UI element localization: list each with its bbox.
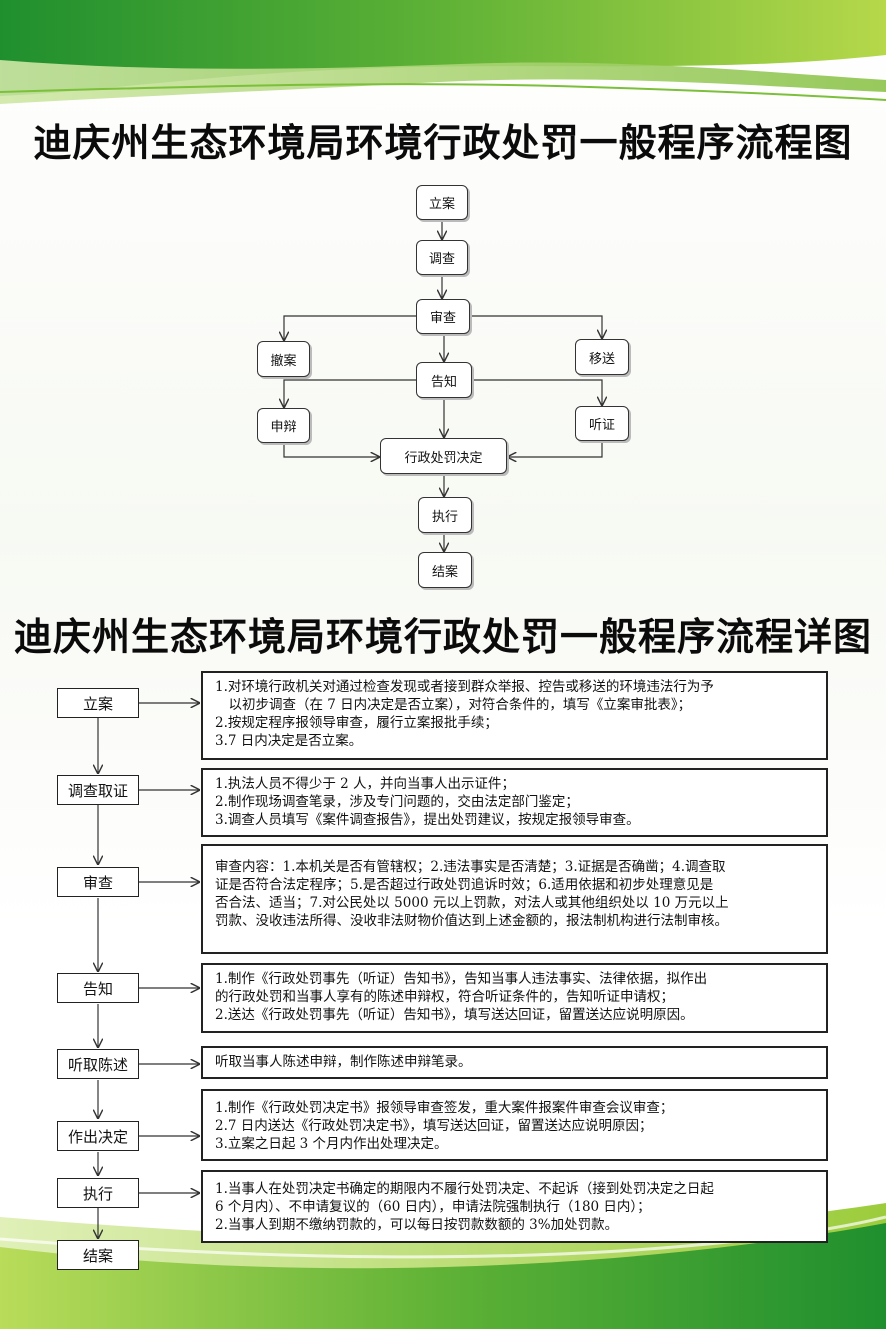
step-box-lian: 立案	[57, 688, 139, 718]
desc-box-tingqu-chenshu: 听取当事人陈述申辩，制作陈述申辩笔录。	[201, 1046, 828, 1079]
flow-node-shencha: 审查	[416, 299, 470, 334]
flow-node-zhixing: 执行	[418, 497, 472, 533]
flow-node-tingzheng: 听证	[575, 406, 629, 441]
flow-node-shenbian: 申辩	[257, 408, 310, 443]
desc-box-lian: 1.对环境行政机关对通过检查发现或者接到群众举报、控告或移送的环境违法行为予 以…	[201, 671, 828, 760]
desc-line: 2.送达《行政处罚事先（听证）告知书》，填写送达回证，留置送达应说明原因。	[215, 1007, 694, 1023]
desc-line: 审查内容：1.本机关是否有管辖权；2.违法事实是否清楚；3.证据是否确凿；4.调…	[215, 859, 726, 875]
desc-line: 2.7 日内送达《行政处罚决定书》，填写送达回证，留置送达应说明原因；	[215, 1118, 653, 1134]
step-box-jiean: 结案	[57, 1240, 139, 1270]
flowchart-connectors	[0, 220, 886, 600]
detail-title: 迪庆州生态环境局环境行政处罚一般程序流程详图	[13, 615, 872, 659]
desc-line: 1.制作《行政处罚事先（听证）告知书》，告知当事人违法事实、法律依据，拟作出	[215, 971, 708, 987]
desc-line: 6 个月内）、不申请复议的（60 日内），申请法院强制执行（180 日内）；	[215, 1199, 651, 1215]
desc-line: 证是否符合法定程序；5.是否超过行政处罚追诉时效；6.适用依据和初步处理意见是	[215, 877, 714, 893]
desc-line: 1.执法人员不得少于 2 人，并向当事人出示证件；	[215, 776, 516, 792]
desc-line: 的行政处罚和当事人享有的陈述申辩权，符合听证条件的，告知听证申请权；	[215, 989, 674, 1005]
step-box-tingqu-chenshu: 听取陈述	[57, 1049, 139, 1079]
flow-node-jiean: 结案	[418, 552, 472, 588]
flowchart-title: 迪庆州生态环境局环境行政处罚一般程序流程图	[33, 121, 853, 165]
desc-line: 3.7 日内决定是否立案。	[215, 733, 363, 749]
flow-node-lian: 立案	[416, 185, 468, 220]
step-box-gaozhi: 告知	[57, 973, 139, 1003]
desc-line: 罚款、没收违法所得、没收非法财物价值达到上述金额的，报法制机构进行法制审核。	[215, 913, 728, 929]
desc-line: 3.调查人员填写《案件调查报告》，提出处罚建议，按规定报领导审查。	[215, 812, 640, 828]
desc-line: 1.制作《行政处罚决定书》报领导审查签发，重大案件报案件审查会议审查；	[215, 1100, 674, 1116]
desc-box-diaocha-quzheng: 1.执法人员不得少于 2 人，并向当事人出示证件； 2.制作现场调查笔录，涉及专…	[201, 768, 828, 837]
desc-box-gaozhi: 1.制作《行政处罚事先（听证）告知书》，告知当事人违法事实、法律依据，拟作出 的…	[201, 963, 828, 1033]
desc-line: 3.立案之日起 3 个月内作出处理决定。	[215, 1136, 448, 1152]
step-box-diaocha-quzheng: 调查取证	[57, 775, 139, 805]
flow-node-yisong: 移送	[575, 339, 629, 375]
flow-node-jueding: 行政处罚决定	[380, 438, 507, 474]
desc-line: 1.对环境行政机关对通过检查发现或者接到群众举报、控告或移送的环境违法行为予	[215, 679, 714, 695]
desc-line: 2.按规定程序报领导审查，履行立案报批手续；	[215, 715, 498, 731]
step-box-zuochu-jueding: 作出决定	[57, 1121, 139, 1151]
desc-line: 2.当事人到期不缴纳罚款的，可以每日按罚款数额的 3%加处罚款。	[215, 1217, 619, 1233]
desc-line: 以初步调查（在 7 日内决定是否立案），对符合条件的，填写《立案审批表》；	[228, 697, 692, 713]
desc-box-zuochu-jueding: 1.制作《行政处罚决定书》报领导审查签发，重大案件报案件审查会议审查； 2.7 …	[201, 1089, 828, 1161]
desc-line: 听取当事人陈述申辩，制作陈述申辩笔录。	[215, 1054, 472, 1070]
desc-box-zhixing: 1.当事人在处罚决定书确定的期限内不履行处罚决定、不起诉（接到处罚决定之日起 6…	[201, 1170, 828, 1243]
desc-line: 2.制作现场调查笔录，涉及专门问题的，交由法定部门鉴定；	[215, 794, 579, 810]
flow-node-gaozhi: 告知	[416, 362, 472, 398]
step-box-zhixing: 执行	[57, 1178, 139, 1208]
step-box-shencha: 审查	[57, 867, 139, 897]
desc-box-shencha: 审查内容：1.本机关是否有管辖权；2.违法事实是否清楚；3.证据是否确凿；4.调…	[201, 844, 828, 954]
flow-node-chean: 撤案	[257, 341, 310, 377]
flow-node-diaocha: 调查	[416, 240, 468, 275]
desc-line: 否合法、适当；7.对公民处以 5000 元以上罚款，对法人或其他组织处以 10 …	[215, 895, 729, 911]
desc-line: 1.当事人在处罚决定书确定的期限内不履行处罚决定、不起诉（接到处罚决定之日起	[215, 1181, 714, 1197]
